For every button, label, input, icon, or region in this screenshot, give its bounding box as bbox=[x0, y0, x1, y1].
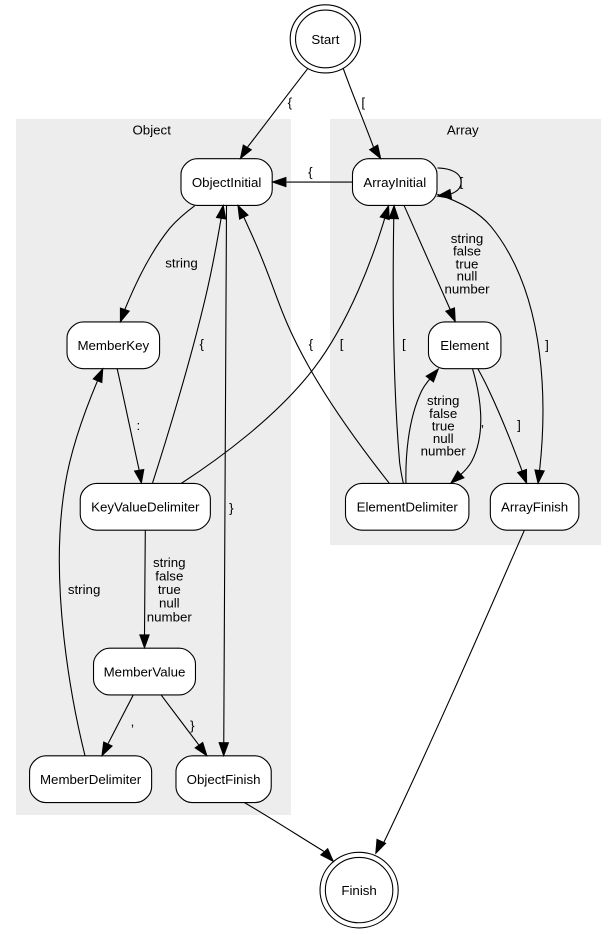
svg-text:true: true bbox=[432, 418, 455, 433]
svg-text:,: , bbox=[481, 415, 485, 430]
svg-text:false: false bbox=[155, 569, 183, 584]
svg-text:MemberKey: MemberKey bbox=[77, 338, 149, 353]
svg-text:null: null bbox=[457, 269, 478, 284]
svg-text:KeyValueDelimiter: KeyValueDelimiter bbox=[91, 500, 200, 515]
svg-text:Array: Array bbox=[447, 122, 479, 137]
svg-text:number: number bbox=[421, 444, 467, 459]
svg-text:number: number bbox=[147, 609, 193, 624]
svg-text:false: false bbox=[429, 406, 457, 421]
svg-text:{: { bbox=[309, 337, 314, 352]
svg-text:ElementDelimiter: ElementDelimiter bbox=[357, 500, 459, 515]
svg-text:MemberDelimiter: MemberDelimiter bbox=[40, 772, 142, 787]
svg-text:}: } bbox=[190, 718, 195, 733]
svg-text:{: { bbox=[199, 337, 204, 352]
svg-text:{: { bbox=[288, 95, 293, 110]
svg-text:ArrayFinish: ArrayFinish bbox=[501, 500, 568, 515]
svg-text:ArrayInitial: ArrayInitial bbox=[363, 175, 426, 190]
svg-text:string: string bbox=[165, 256, 198, 271]
svg-text:string: string bbox=[427, 393, 460, 408]
svg-text::: : bbox=[137, 418, 141, 433]
svg-text:MemberValue: MemberValue bbox=[104, 665, 186, 680]
svg-text:null: null bbox=[159, 596, 180, 611]
svg-text:[: [ bbox=[402, 337, 406, 352]
svg-text:Finish: Finish bbox=[341, 883, 376, 898]
svg-text:string: string bbox=[68, 582, 101, 597]
svg-text:string: string bbox=[153, 555, 186, 570]
svg-text:}: } bbox=[229, 500, 234, 515]
svg-text:number: number bbox=[444, 281, 490, 296]
svg-text:Object: Object bbox=[132, 122, 171, 137]
svg-text:{: { bbox=[308, 164, 313, 179]
svg-text:,: , bbox=[131, 714, 135, 729]
svg-text:[: [ bbox=[361, 95, 365, 110]
svg-text:true: true bbox=[456, 256, 479, 271]
svg-text:ObjectFinish: ObjectFinish bbox=[187, 772, 261, 787]
svg-text:]: ] bbox=[545, 338, 549, 353]
svg-text:[: [ bbox=[459, 174, 463, 189]
svg-text:string: string bbox=[451, 231, 484, 246]
svg-text:false: false bbox=[453, 244, 481, 259]
svg-text:ObjectInitial: ObjectInitial bbox=[192, 175, 262, 190]
svg-text:null: null bbox=[433, 431, 454, 446]
svg-text:]: ] bbox=[517, 418, 521, 433]
svg-text:true: true bbox=[158, 582, 181, 597]
svg-text:Element: Element bbox=[440, 338, 489, 353]
svg-text:Start: Start bbox=[311, 32, 339, 47]
svg-text:[: [ bbox=[340, 337, 344, 352]
